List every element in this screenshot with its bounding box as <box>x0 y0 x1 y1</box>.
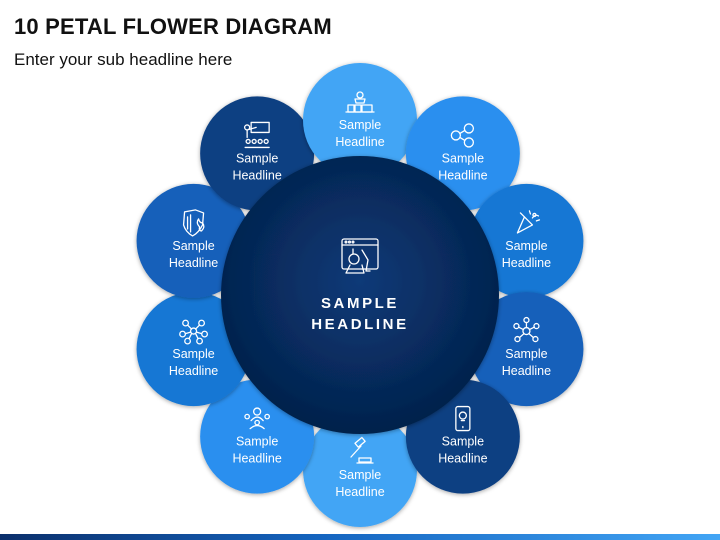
petal-label-line2: Headline <box>502 364 551 378</box>
petal-label-line1: Sample <box>236 435 278 449</box>
petal-circle[interactable] <box>303 63 417 177</box>
slide-subtitle: Enter your sub headline here <box>14 50 233 69</box>
judge-gavel-icon <box>350 436 374 464</box>
center-group: SAMPLE HEADLINE <box>221 156 499 434</box>
petal-label-line2: Headline <box>169 256 218 270</box>
petal-circle[interactable] <box>136 292 251 407</box>
center-headline-line2: HEADLINE <box>311 316 408 333</box>
petal-label-line1: Sample <box>442 151 484 165</box>
molecule-network-icon <box>179 319 209 345</box>
party-popper-icon <box>516 210 541 234</box>
petal-label-line1: Sample <box>339 468 381 482</box>
website-settings-tools-icon <box>341 238 379 274</box>
petal-label-line1: Sample <box>236 151 278 165</box>
petal-label-line2: Headline <box>232 168 281 182</box>
petal-label-line2: Headline <box>169 364 218 378</box>
petal-label-line2: Headline <box>438 452 487 466</box>
footer-accent-bar <box>0 534 720 540</box>
user-network-icon <box>450 123 475 148</box>
sales-assistant-icon <box>345 91 375 113</box>
center-circle[interactable] <box>221 156 499 434</box>
petal-circle[interactable] <box>303 413 417 527</box>
network-nodes-icon <box>513 316 540 343</box>
petal-label-line1: Sample <box>339 118 381 132</box>
petal-circle[interactable] <box>136 183 251 298</box>
petal-label-line2: Headline <box>502 256 551 270</box>
petal-label-line2: Headline <box>335 485 384 499</box>
petal-label-line1: Sample <box>172 239 214 253</box>
slide-title: 10 PETAL FLOWER DIAGRAM <box>14 14 332 39</box>
petal-label-line1: Sample <box>505 347 547 361</box>
petal-label-line2: Headline <box>438 168 487 182</box>
petal-circle[interactable] <box>469 292 584 407</box>
petal-label-line2: Headline <box>232 452 281 466</box>
presentation-meeting-icon <box>243 121 270 149</box>
center-headline-line1: SAMPLE <box>321 295 399 312</box>
petal-group: SampleHeadlineSampleHeadlineSampleHeadli… <box>136 63 584 527</box>
team-leader-icon <box>244 407 270 430</box>
shield-fire-icon <box>182 209 205 237</box>
petal-label-line1: Sample <box>442 435 484 449</box>
petal-circle[interactable] <box>469 183 584 298</box>
petal-label-line1: Sample <box>172 347 214 361</box>
petal-label-line1: Sample <box>505 239 547 253</box>
petal-label-line2: Headline <box>335 135 384 149</box>
tablet-idea-icon <box>455 405 471 432</box>
